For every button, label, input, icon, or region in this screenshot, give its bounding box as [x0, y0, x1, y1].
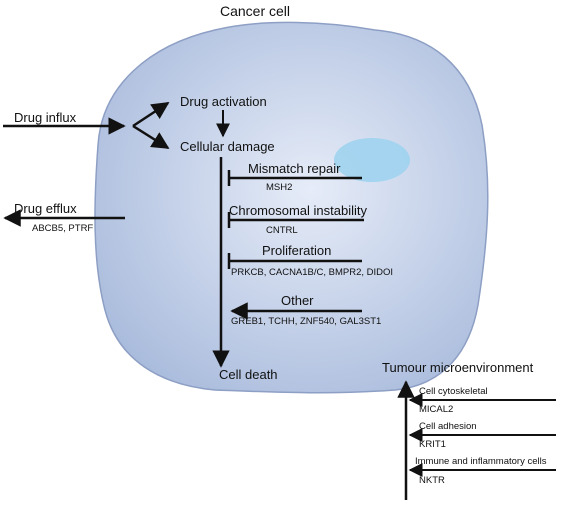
other-label: Other [281, 293, 314, 308]
proliferation-genes: PRKCB, CACNA1B/C, BMPR2, DIDOI [231, 267, 394, 278]
arrow-to-drug-activation [132, 101, 170, 128]
cell-cytoskeletal-genes: MICAL2 [419, 404, 454, 415]
other-genes: GREB1, TCHH, ZNF540, GAL3ST1 [231, 316, 382, 327]
immune-cells-genes: NKTR [419, 475, 445, 486]
arrow-to-cellular-damage [132, 124, 170, 150]
chromosomal-instability-label: Chromosomal instability [229, 203, 367, 218]
cell-adhesion-label: Cell adhesion [419, 421, 477, 432]
efflux-genes-label: ABCB5, PTRF [32, 223, 94, 234]
cancer-cell-shape [94, 21, 489, 394]
drug-influx-label: Drug influx [14, 110, 77, 125]
cell-death-label: Cell death [219, 367, 278, 382]
cell-cytoskeletal-label: Cell cytoskeletal [419, 386, 488, 397]
immune-cells-label: Immune and inflammatory cells [415, 456, 547, 467]
mismatch-repair-genes: MSH2 [266, 182, 293, 193]
proliferation-label: Proliferation [262, 243, 332, 258]
cell-adhesion-genes: KRIT1 [419, 439, 446, 450]
drug-activation-label: Drug activation [180, 94, 267, 109]
mismatch-repair-label: Mismatch repair [248, 161, 341, 176]
diagram-title: Cancer cell [220, 3, 291, 19]
tumour-microenvironment-label: Tumour microenvironment [382, 360, 534, 375]
drug-efflux-label: Drug efflux [14, 201, 77, 216]
nucleus-shape [334, 138, 410, 182]
cellular-damage-label: Cellular damage [180, 139, 275, 154]
chromosomal-instability-genes: CNTRL [266, 225, 298, 236]
